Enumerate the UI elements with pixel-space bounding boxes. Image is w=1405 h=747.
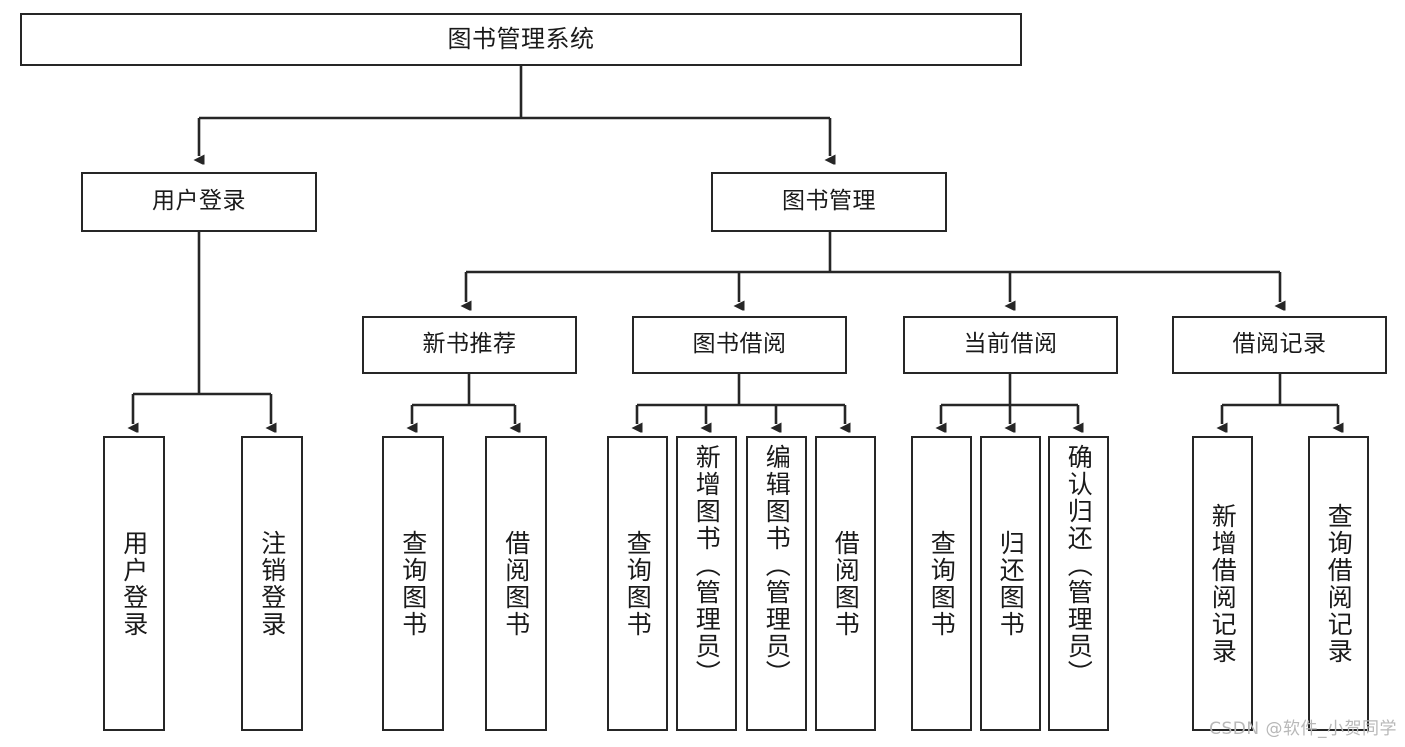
node-leaf-confirm-return-admin-label: 确认归还（管理员） <box>1064 444 1094 687</box>
node-leaf-return-book-label: 归还图书 <box>996 529 1026 638</box>
node-book-management[interactable]: 图书管理 <box>711 172 947 232</box>
node-leaf-user-login[interactable]: 用户登录 <box>103 436 165 731</box>
node-book-borrowing[interactable]: 图书借阅 <box>632 316 847 374</box>
node-leaf-add-book-admin-label: 新增图书（管理员） <box>692 444 722 687</box>
node-leaf-borrow-book-1[interactable]: 借阅图书 <box>485 436 547 731</box>
node-leaf-add-borrow-record[interactable]: 新增借阅记录 <box>1192 436 1253 731</box>
node-leaf-query-book-3[interactable]: 查询图书 <box>911 436 972 731</box>
node-leaf-borrow-book-1-label: 借阅图书 <box>501 529 531 638</box>
node-leaf-borrow-book-2[interactable]: 借阅图书 <box>815 436 876 731</box>
node-user-login-label: 用户登录 <box>152 188 246 215</box>
node-leaf-query-book-1-label: 查询图书 <box>398 529 428 638</box>
node-current-borrowing[interactable]: 当前借阅 <box>903 316 1118 374</box>
node-current-borrowing-label: 当前借阅 <box>963 331 1058 358</box>
node-borrowing-record[interactable]: 借阅记录 <box>1172 316 1387 374</box>
node-user-login[interactable]: 用户登录 <box>81 172 317 232</box>
watermark-text: CSDN @软件_小贺同学 <box>1209 719 1397 739</box>
node-leaf-return-book[interactable]: 归还图书 <box>980 436 1041 731</box>
node-leaf-query-book-1[interactable]: 查询图书 <box>382 436 444 731</box>
node-book-management-label: 图书管理 <box>782 188 876 215</box>
node-book-borrowing-label: 图书借阅 <box>692 331 787 358</box>
node-root-system-label: 图书管理系统 <box>447 25 595 54</box>
node-root-system[interactable]: 图书管理系统 <box>20 13 1022 66</box>
node-leaf-add-book-admin[interactable]: 新增图书（管理员） <box>676 436 737 731</box>
node-leaf-query-borrow-record-label: 查询借阅记录 <box>1324 502 1354 665</box>
node-leaf-borrow-book-2-label: 借阅图书 <box>831 529 861 638</box>
node-leaf-confirm-return-admin[interactable]: 确认归还（管理员） <box>1048 436 1109 731</box>
node-new-book-recommendation[interactable]: 新书推荐 <box>362 316 577 374</box>
node-leaf-logout-label: 注销登录 <box>257 529 287 638</box>
node-leaf-add-borrow-record-label: 新增借阅记录 <box>1208 502 1238 665</box>
node-leaf-user-login-label: 用户登录 <box>119 529 149 638</box>
node-leaf-query-book-2[interactable]: 查询图书 <box>607 436 668 731</box>
node-leaf-edit-book-admin[interactable]: 编辑图书（管理员） <box>746 436 807 731</box>
node-leaf-query-borrow-record[interactable]: 查询借阅记录 <box>1308 436 1369 731</box>
node-leaf-query-book-3-label: 查询图书 <box>927 529 957 638</box>
node-borrowing-record-label: 借阅记录 <box>1232 331 1327 358</box>
node-leaf-edit-book-admin-label: 编辑图书（管理员） <box>762 444 792 687</box>
node-new-book-recommendation-label: 新书推荐 <box>422 331 517 358</box>
node-leaf-query-book-2-label: 查询图书 <box>623 529 653 638</box>
node-leaf-logout[interactable]: 注销登录 <box>241 436 303 731</box>
